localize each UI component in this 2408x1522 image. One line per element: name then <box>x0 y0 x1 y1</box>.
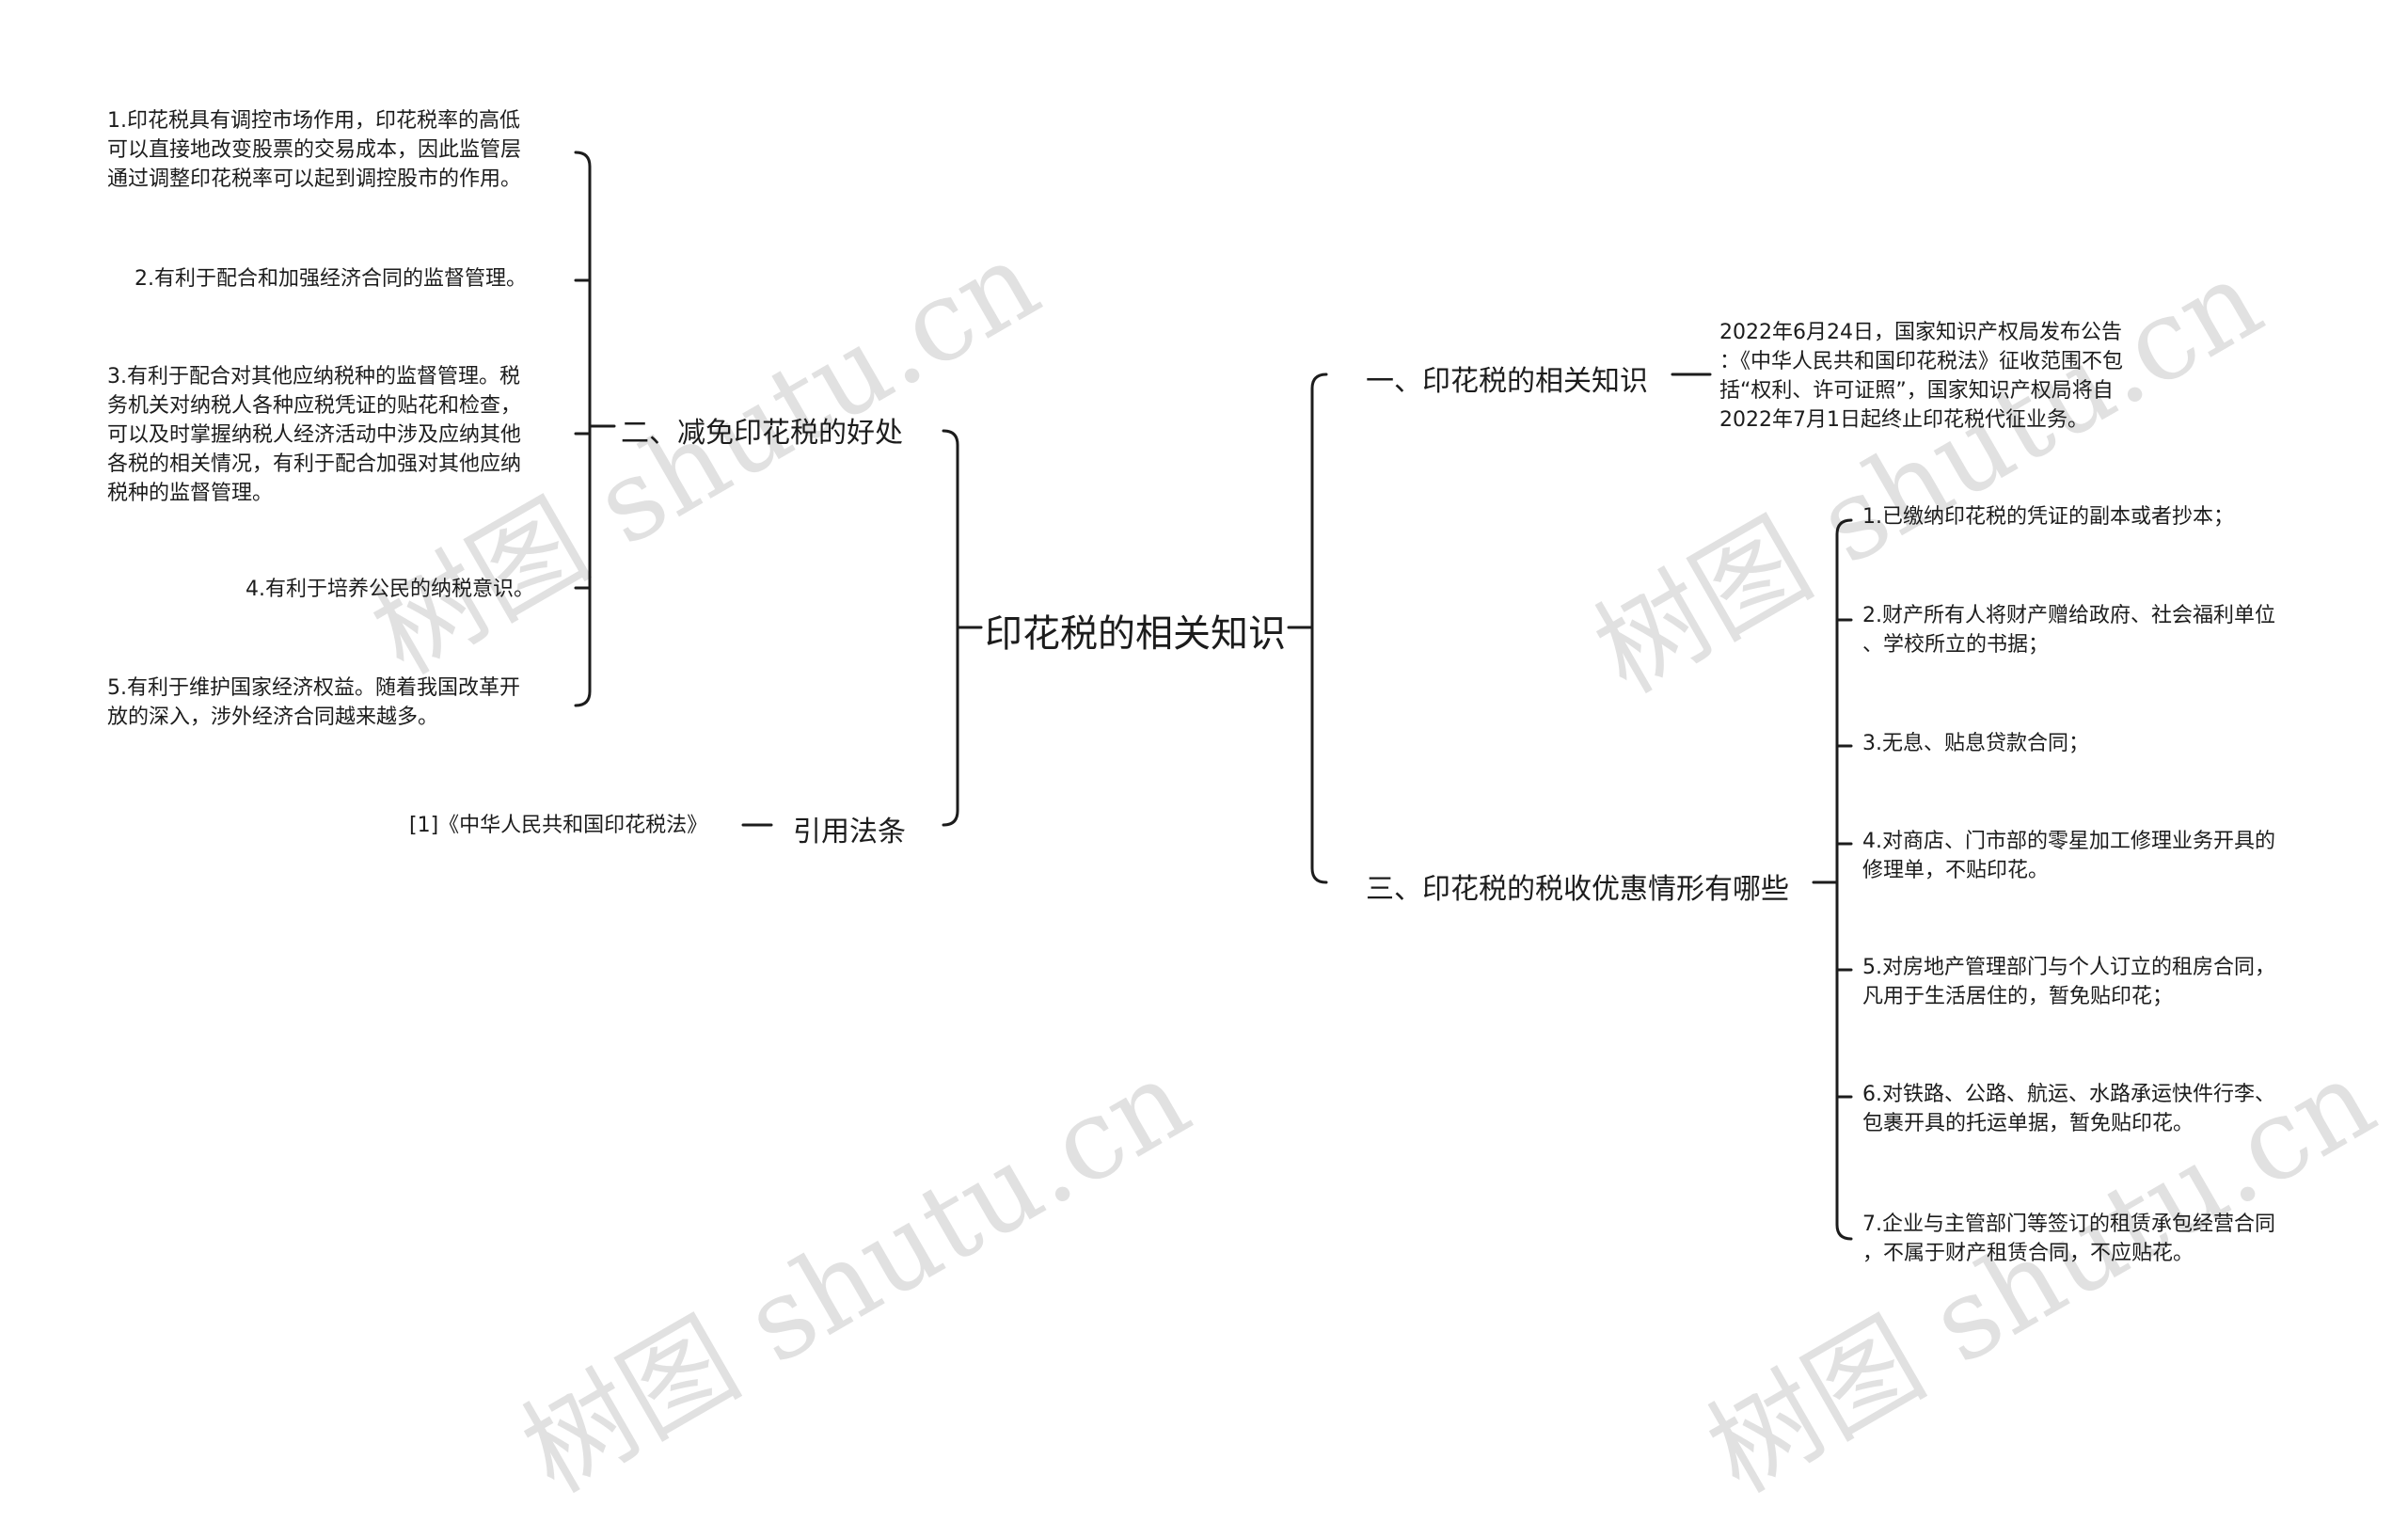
preferential-item-1[interactable]: 1.已缴纳印花税的凭证的副本或者抄本； <box>1862 502 2234 531</box>
leaf-line: 、学校所立的书据； <box>1862 633 2050 657</box>
leaf-line: 7.企业与主管部门等签订的租赁承包经营合同 <box>1862 1213 2275 1236</box>
benefit-item-1[interactable]: 1.印花税具有调控市场作用，印花税率的高低 可以直接地改变股票的交易成本，因此监… <box>107 106 521 194</box>
leaf-line: 6.对铁路、公路、航运、水路承运快件行李、 <box>1862 1083 2275 1106</box>
connector <box>942 429 959 827</box>
branch-preferential-cases[interactable]: 三、印花税的税收优惠情形有哪些 <box>1366 873 1789 906</box>
leaf-line: 1.印花税具有调控市场作用，印花税率的高低 <box>107 109 520 133</box>
leaf-line: 1.已缴纳印花税的凭证的副本或者抄本； <box>1862 505 2234 529</box>
preferential-item-5[interactable]: 5.对房地产管理部门与个人订立的租房合同， 凡用于生活居住的，暂免贴印花； <box>1862 953 2275 1011</box>
root-node[interactable]: 印花税的相关知识 <box>985 612 1286 656</box>
benefit-item-2[interactable]: 2.有利于配合和加强经济合同的监督管理。 <box>135 264 527 293</box>
leaf-line: 2022年6月24日，国家知识产权局发布公告 <box>1719 321 2122 344</box>
leaf-line: 修理单，不贴印花。 <box>1862 859 2050 882</box>
leaf-line: 税种的监督管理。 <box>107 482 274 505</box>
leaf-line: ，不属于财产租赁合同，不应贴花。 <box>1862 1242 2194 1265</box>
connector <box>1835 518 1853 1241</box>
leaf-line: 5.对房地产管理部门与个人订立的租房合同， <box>1862 956 2275 979</box>
leaf-line: 括“权利、许可证照”，国家知识产权局将自 <box>1719 379 2114 403</box>
preferential-item-2[interactable]: 2.财产所有人将财产赠给政府、社会福利单位 、学校所立的书据； <box>1862 601 2275 659</box>
leaf-line: 包裹开具的托运单据，暂免贴印花。 <box>1862 1112 2194 1135</box>
leaf-line: [1]《中华人民共和国印花税法》 <box>409 814 708 837</box>
branch-citation[interactable]: 引用法条 <box>793 816 906 848</box>
leaf-line: 2.财产所有人将财产赠给政府、社会福利单位 <box>1862 604 2275 627</box>
leaf-line: 凡用于生活居住的，暂免贴印花； <box>1862 985 2174 1008</box>
preferential-item-4[interactable]: 4.对商店、门市部的零星加工修理业务开具的 修理单，不贴印花。 <box>1862 827 2275 885</box>
preferential-item-6[interactable]: 6.对铁路、公路、航运、水路承运快件行李、 包裹开具的托运单据，暂免贴印花。 <box>1862 1080 2275 1138</box>
preferential-item-3[interactable]: 3.无息、贴息贷款合同； <box>1862 729 2089 758</box>
leaf-line: 2022年7月1日起终止印花税代征业务。 <box>1719 408 2088 432</box>
connector <box>1310 373 1328 884</box>
leaf-line: 5.有利于维护国家经济权益。随着我国改革开 <box>107 676 520 700</box>
related-knowledge-item[interactable]: 2022年6月24日，国家知识产权局发布公告 ：《中华人民共和国印花税法》征收范… <box>1719 318 2123 435</box>
leaf-line: 各税的相关情况，有利于配合加强对其他应纳 <box>107 452 522 476</box>
leaf-line: 可以直接地改变股票的交易成本，因此监管层 <box>107 138 522 162</box>
leaf-line: 4.对商店、门市部的零星加工修理业务开具的 <box>1862 830 2275 853</box>
benefit-item-3[interactable]: 3.有利于配合对其他应纳税种的监督管理。税 务机关对纳税人各种应税凭证的贴花和检… <box>107 362 521 508</box>
leaf-line: 3.有利于配合对其他应纳税种的监督管理。税 <box>107 365 520 388</box>
leaf-line: 通过调整印花税率可以起到调控股市的作用。 <box>107 167 522 191</box>
mindmap-canvas: 树图 shutu.cn 树图 shutu.cn 树图 shutu.cn 树图 s… <box>107 106 2395 1517</box>
leaf-line: 可以及时掌握纳税人经济活动中涉及应纳其他 <box>107 423 522 447</box>
branch-related-knowledge[interactable]: 一、印花税的相关知识 <box>1366 365 1648 398</box>
connector <box>574 151 592 707</box>
leaf-line: 放的深入，涉外经济合同越来越多。 <box>107 706 439 729</box>
leaf-line: ：《中华人民共和国印花税法》征收范围不包 <box>1719 350 2124 373</box>
preferential-item-7[interactable]: 7.企业与主管部门等签订的租赁承包经营合同 ，不属于财产租赁合同，不应贴花。 <box>1862 1210 2275 1268</box>
leaf-line: 3.无息、贴息贷款合同； <box>1862 732 2089 755</box>
leaf-line: 2.有利于配合和加强经济合同的监督管理。 <box>135 267 527 291</box>
benefit-item-5[interactable]: 5.有利于维护国家经济权益。随着我国改革开 放的深入，涉外经济合同越来越多。 <box>107 674 520 732</box>
leaf-line: 务机关对纳税人各种应税凭证的贴花和检查， <box>107 394 522 418</box>
branch-benefits[interactable]: 二、减免印花税的好处 <box>621 417 903 450</box>
citation-item[interactable]: [1]《中华人民共和国印花税法》 <box>409 811 707 840</box>
leaf-line: 4.有利于培养公民的纳税意识。 <box>246 578 534 601</box>
connector-lines <box>574 151 1853 1241</box>
benefit-item-4[interactable]: 4.有利于培养公民的纳税意识。 <box>246 575 534 604</box>
